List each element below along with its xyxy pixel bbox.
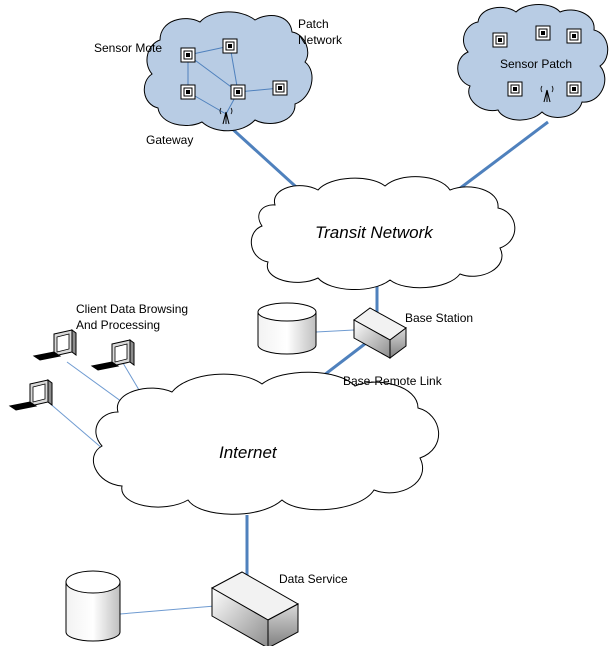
sensor-mote-label: Sensor Mote — [94, 41, 162, 55]
base-database-icon — [257, 302, 317, 355]
data-service-database-icon — [65, 570, 121, 642]
sensor-mote-icon — [492, 32, 508, 48]
transit-network-label: Transit Network — [315, 223, 434, 242]
client-computer-icon — [8, 379, 53, 411]
base-station-label: Base Station — [405, 311, 473, 325]
client-computer-icon — [32, 329, 77, 361]
sensor-mote-icon — [566, 28, 582, 44]
gateway-label: Gateway — [146, 133, 193, 147]
base-remote-link-label: Base-Remote Link — [343, 374, 443, 388]
sensor-mote-icon — [566, 81, 582, 97]
client-label-line2: And Processing — [76, 318, 160, 332]
client-label-line1: Client Data Browsing — [76, 302, 188, 316]
internet-label: Internet — [219, 443, 278, 462]
sensor-mote-icon — [507, 81, 523, 97]
patch-network-cloud — [143, 11, 313, 132]
sensor-mote-icon — [180, 84, 196, 100]
sensor-mote-icon — [230, 84, 246, 100]
sensor-mote-icon — [180, 47, 196, 63]
sensor-mote-icon — [535, 25, 551, 41]
transit-network-cloud — [251, 176, 516, 290]
base-station-icon — [353, 307, 407, 359]
network-label: Network — [298, 33, 343, 47]
internet-cloud — [92, 371, 439, 515]
data-service-label: Data Service — [279, 572, 348, 586]
sensor-mote-icon — [222, 38, 238, 54]
sensor-patch-label: Sensor Patch — [500, 57, 572, 71]
patch-label: Patch — [298, 17, 329, 31]
data-service-server-icon — [210, 571, 300, 646]
client-computer-icon — [90, 339, 135, 371]
sensor-mote-icon — [272, 80, 288, 96]
